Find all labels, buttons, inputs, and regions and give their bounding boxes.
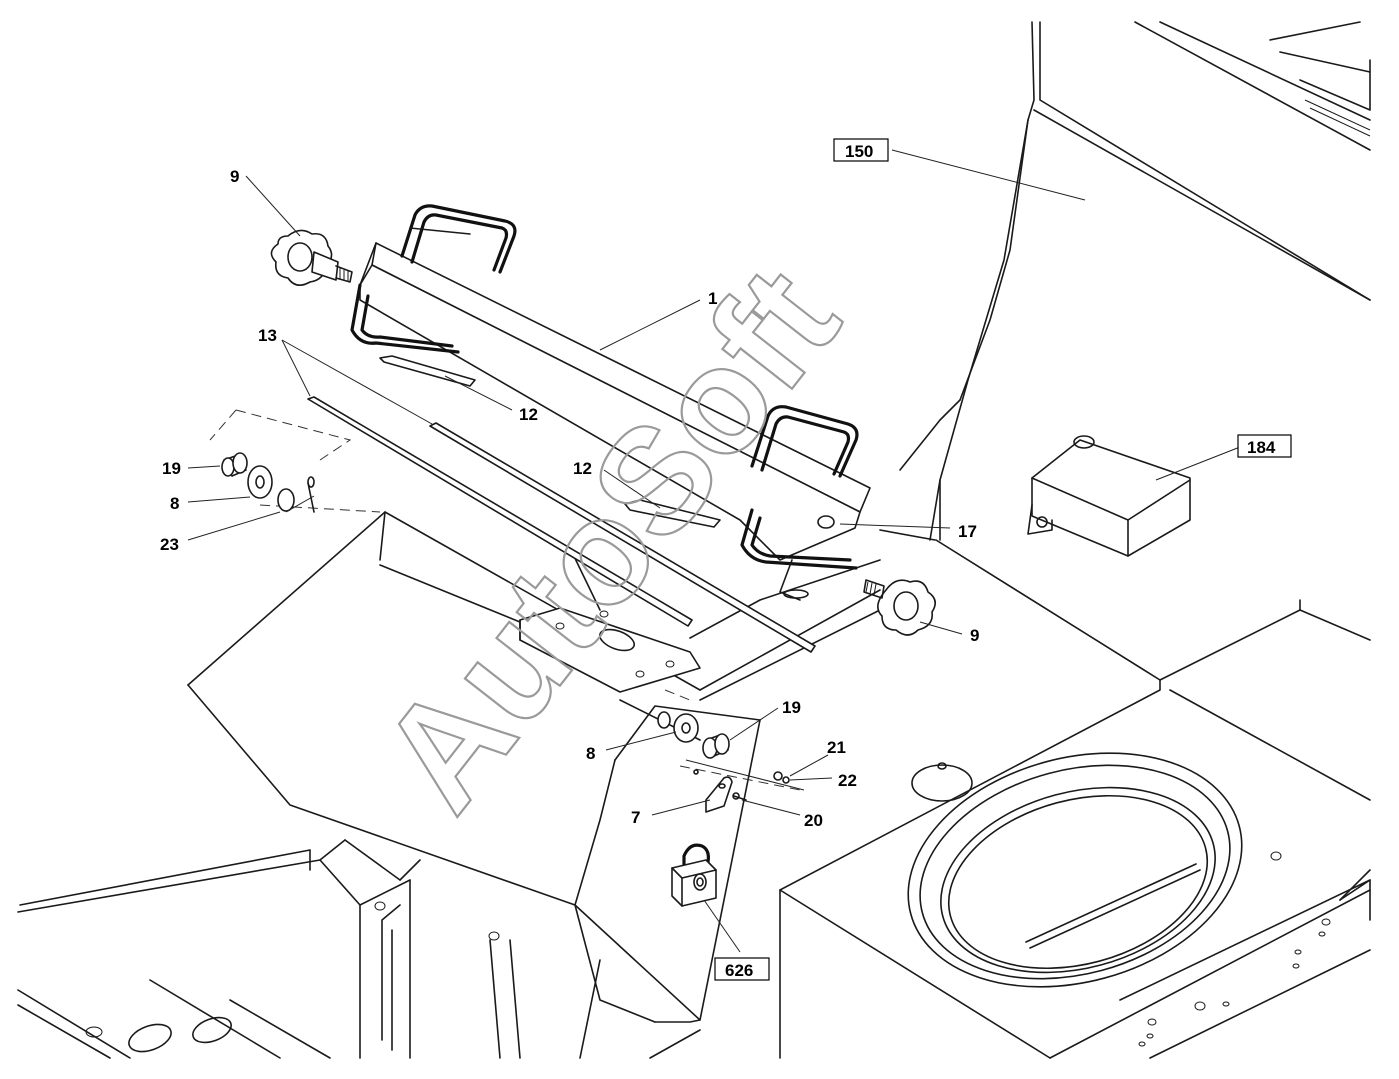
callout-13: 13 <box>258 326 277 345</box>
part-626-padlock <box>671 843 717 907</box>
callout-9-right: 9 <box>970 626 979 645</box>
callout-box-626 <box>714 957 770 981</box>
part-9-knob-left <box>270 229 353 286</box>
hardware-left <box>221 452 315 513</box>
callout-12-upper: 12 <box>519 405 538 424</box>
callout-21: 21 <box>827 738 846 757</box>
part-12-strips <box>379 355 721 528</box>
part-184-box <box>1027 435 1191 557</box>
machine-frame-left <box>17 839 701 1059</box>
part-13-rods <box>307 396 816 653</box>
callout-19-left: 19 <box>162 459 181 478</box>
callout-17: 17 <box>958 522 977 541</box>
callout-box-150 <box>833 138 889 162</box>
hardware-right <box>657 711 790 813</box>
callout-184: 184 <box>1247 438 1276 457</box>
part-9-knob-right <box>863 579 936 636</box>
callout-box-184 <box>1237 434 1292 458</box>
callout-12-lower: 12 <box>573 459 592 478</box>
callout-150: 150 <box>845 142 873 161</box>
callout-20: 20 <box>804 811 823 830</box>
callout-labels: 9 150 1 13 12 12 19 8 23 184 17 9 19 8 2… <box>160 138 1292 981</box>
callout-8-left: 8 <box>170 494 179 513</box>
callout-22: 22 <box>838 771 857 790</box>
part-1-housing <box>350 204 871 601</box>
callout-9-left: 9 <box>230 167 239 186</box>
mounting-bracket <box>519 547 701 693</box>
callout-7: 7 <box>631 808 640 827</box>
callout-19-right: 19 <box>782 698 801 717</box>
machine-frame-right <box>879 21 1371 681</box>
callout-8-right: 8 <box>586 744 595 763</box>
leader-lines <box>187 149 1241 953</box>
callout-626: 626 <box>725 961 753 980</box>
callout-1: 1 <box>708 289 717 308</box>
callout-23: 23 <box>160 535 179 554</box>
machine-base-block <box>779 599 1371 1059</box>
